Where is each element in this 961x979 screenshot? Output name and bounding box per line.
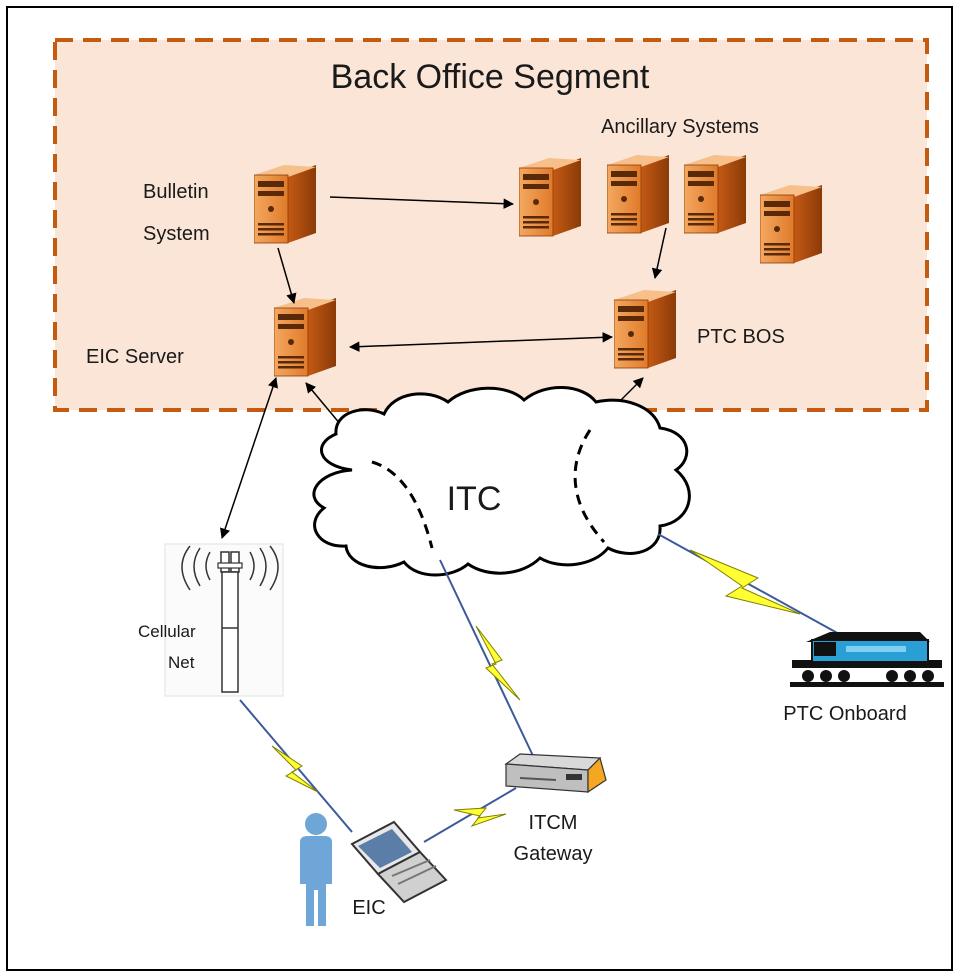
cellular-tower-icon	[164, 543, 284, 697]
segment-title: Back Office Segment	[331, 58, 650, 96]
bulletin-to-ancillary-arrow	[329, 196, 515, 209]
ptc-bos-label: PTC BOS	[697, 326, 785, 348]
eic-label: EIC	[352, 897, 385, 919]
itc-cloud	[312, 386, 691, 577]
eic-server-label: EIC Server	[86, 346, 184, 368]
bulletin-label-line2: System	[143, 223, 210, 245]
wireless-lightning-icon	[271, 745, 319, 793]
person-icon	[300, 813, 332, 926]
ancillary-systems-label: Ancillary Systems	[601, 116, 759, 138]
eic-server-cellular-arrow	[220, 377, 278, 539]
ancillary-server-icon	[519, 158, 582, 237]
wireless-lightning-icon	[689, 549, 801, 615]
itcm-label-line2: Gateway	[514, 843, 593, 865]
wireless-lightning-icon	[475, 625, 521, 701]
ancillary-to-ptc-bos-arrow	[651, 227, 667, 280]
ptc-onboard-label: PTC Onboard	[783, 703, 906, 725]
cellular-to-laptop-link	[239, 699, 353, 833]
ancillary-server-icon	[760, 185, 823, 264]
itc-label: ITC	[447, 480, 502, 518]
bulletin-label-line1: Bulletin	[143, 181, 209, 203]
itc-to-gateway-link	[439, 559, 536, 761]
ptc-bos-server-icon	[614, 290, 677, 369]
laptop-icon	[350, 820, 448, 904]
cellular-label-line1: Cellular	[138, 622, 196, 641]
locomotive-icon	[790, 632, 944, 687]
itc-channel-curve	[573, 429, 606, 544]
itcm-label-line1: ITCM	[529, 812, 578, 834]
itcm-gateway-icon	[504, 753, 607, 794]
eic-server-icon	[274, 298, 337, 377]
bulletin-to-eic-server-arrow	[277, 247, 297, 305]
itc-channel-curve	[371, 460, 434, 549]
ancillary-server-icon	[607, 155, 670, 234]
diagram-frame	[6, 6, 953, 971]
gateway-to-laptop-link	[423, 787, 517, 843]
eic-server-ptc-bos-arrow	[348, 332, 614, 352]
ancillary-server-icon	[684, 155, 747, 234]
bulletin-server-icon	[254, 165, 317, 244]
itc-to-locomotive-link	[657, 533, 851, 641]
wireless-lightning-icon	[453, 807, 507, 828]
cellular-label-line2: Net	[168, 653, 195, 672]
